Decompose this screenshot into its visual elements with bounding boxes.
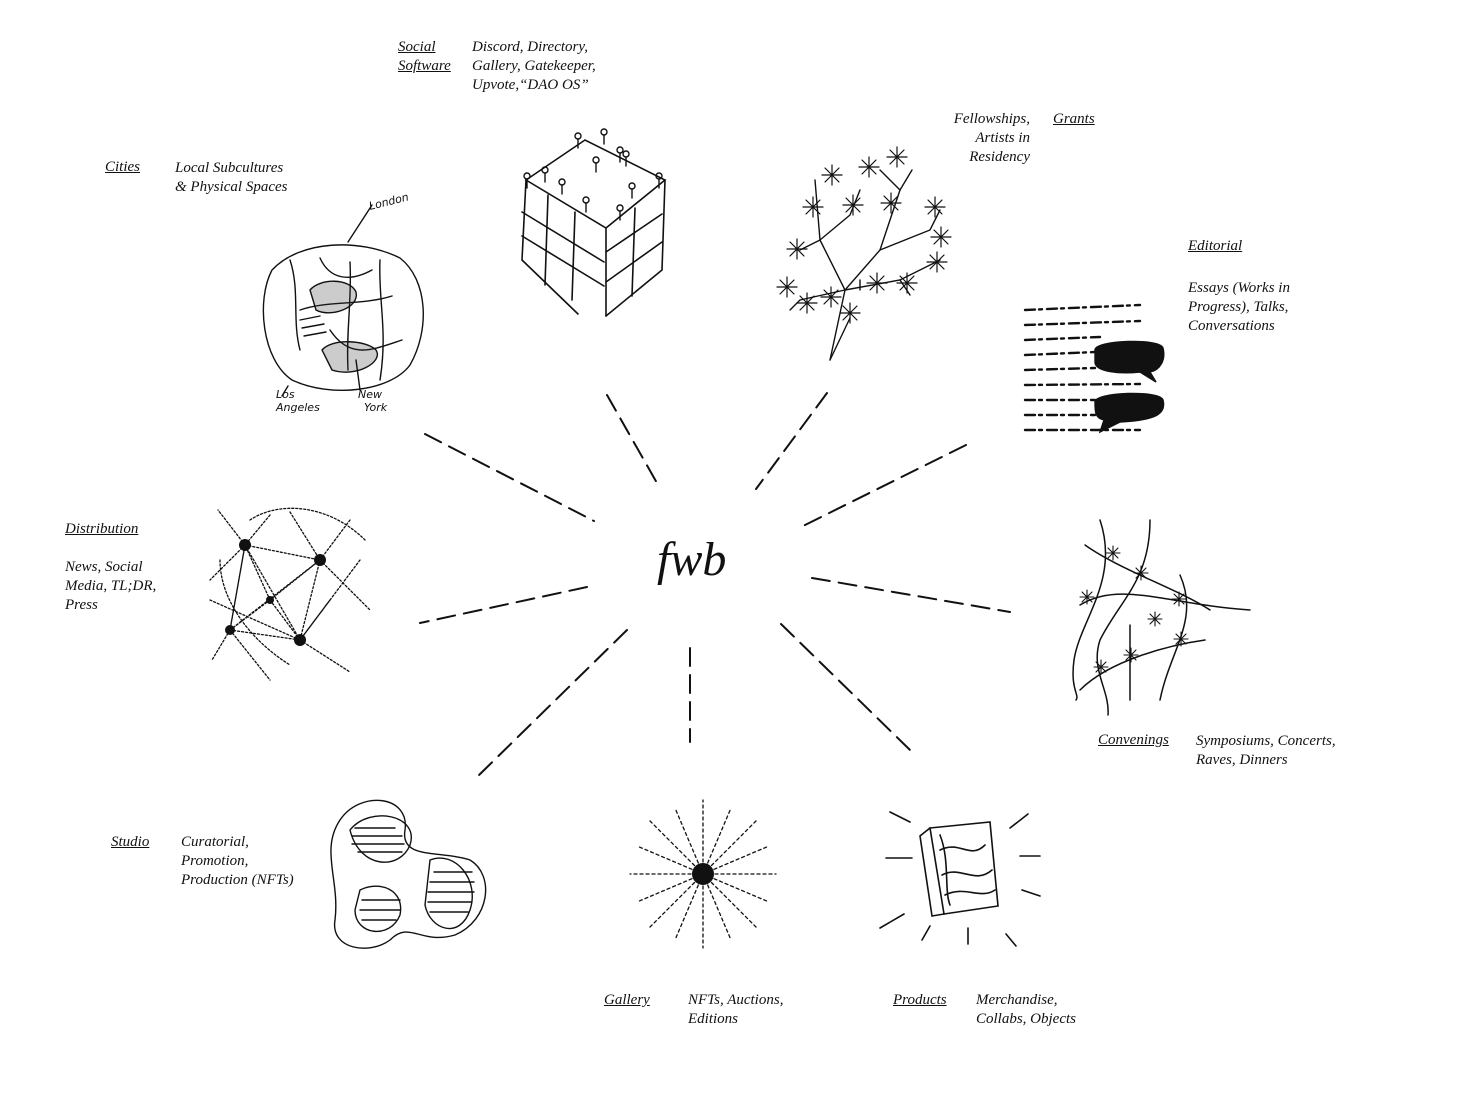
product-box-icon xyxy=(879,811,1041,947)
map-label-new: New xyxy=(358,388,382,401)
network-nodes xyxy=(225,539,326,646)
social-software-desc: Discord, Directory, Gallery, Gatekeeper,… xyxy=(472,39,596,93)
cities-title: Cities xyxy=(105,159,141,175)
map-label-london: London xyxy=(368,190,410,212)
network-icon xyxy=(209,507,371,681)
distribution-desc: News, Social Media, TL;DR, Press xyxy=(65,559,157,613)
convenings-curves-icon xyxy=(1072,519,1251,716)
map-label-new-york: New York xyxy=(358,388,388,414)
ray-distribution xyxy=(419,586,588,624)
ray-social-software xyxy=(606,394,658,484)
tree-icon xyxy=(776,146,952,361)
social-software-title: Social Software xyxy=(398,39,451,74)
convenings-desc: Symposiums, Concerts, Raves, Dinners xyxy=(1196,733,1336,768)
gallery-title: Gallery xyxy=(604,992,650,1008)
gallery-center-dot xyxy=(692,863,714,885)
cities-desc: Local Subcultures & Physical Spaces xyxy=(175,160,288,195)
map-label-los: Los xyxy=(276,388,295,401)
editorial-text-icon xyxy=(1023,303,1142,432)
map-label-los-angeles: Los Angeles xyxy=(275,388,320,414)
center-title: fwb xyxy=(657,533,727,586)
ray-grants xyxy=(755,392,828,490)
distribution-title: Distribution xyxy=(65,521,139,537)
speech-bubble-icon xyxy=(1094,340,1165,434)
building-icon xyxy=(521,128,667,317)
products-desc: Merchandise, Collabs, Objects xyxy=(976,992,1076,1027)
ray-convenings xyxy=(811,577,1011,613)
studio-blobs-icon xyxy=(330,799,487,949)
editorial-title: Editorial xyxy=(1188,238,1243,254)
connector-rays xyxy=(419,392,1011,778)
grants-title: Grants xyxy=(1053,111,1095,127)
map-label-york: York xyxy=(364,401,388,414)
ray-cities xyxy=(424,433,595,522)
studio-title: Studio xyxy=(111,834,150,850)
gallery-burst-icon xyxy=(629,799,777,949)
ray-products xyxy=(780,623,911,751)
grants-desc: Fellowships, Artists in Residency xyxy=(953,111,1030,165)
gallery-desc: NFTs, Auctions, Editions xyxy=(688,992,784,1027)
ray-studio xyxy=(476,629,628,778)
city-map-icon xyxy=(262,204,424,397)
ray-editorial xyxy=(802,444,967,527)
products-title: Products xyxy=(893,992,947,1008)
editorial-desc: Essays (Works in Progress), Talks, Conve… xyxy=(1188,280,1290,334)
convenings-title: Convenings xyxy=(1098,732,1169,748)
map-label-angeles: Angeles xyxy=(275,401,320,414)
studio-desc: Curatorial, Promotion, Production (NFTs) xyxy=(181,834,294,888)
